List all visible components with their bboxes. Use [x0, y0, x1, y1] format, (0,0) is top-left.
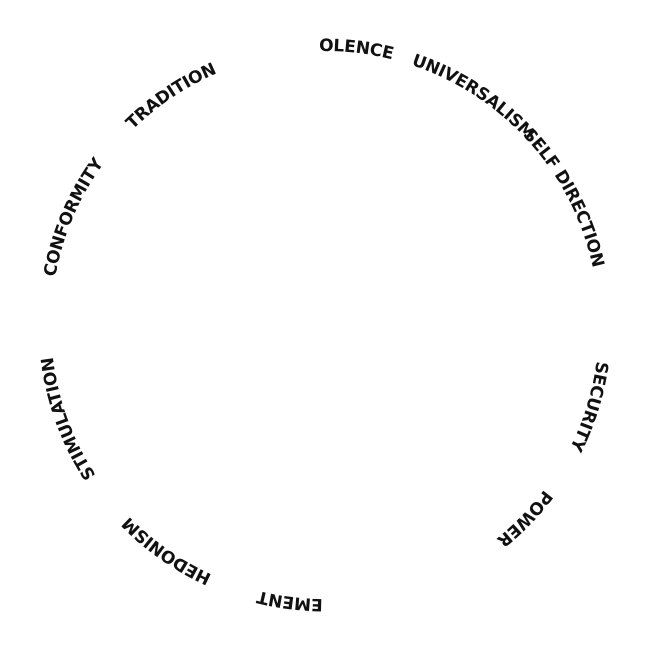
value-label-universalism: UNIVERSALISM	[409, 51, 538, 144]
value-label-hedonism-text: HEDONISM	[119, 513, 215, 588]
value-label-stimulation: STIMULATION	[38, 356, 100, 483]
value-label-tradition-text: TRADITION	[122, 59, 219, 133]
value-label-self-direction: SELF DIRECTION	[519, 125, 608, 269]
value-label-conformity-text: CONFORMITY	[40, 154, 108, 278]
value-label-benevolence: BENEVOLENCE	[0, 0, 395, 64]
value-label-stimulation-text: STIMULATION	[38, 356, 100, 483]
value-label-benevolence-text: BENEVOLENCE	[0, 0, 396, 64]
value-label-conformity: CONFORMITY	[40, 154, 108, 278]
value-label-power: POWER	[493, 486, 556, 550]
value-label-security-text: SECURITY	[565, 360, 612, 455]
value-label-power-text: POWER	[493, 486, 556, 550]
value-label-security: SECURITY	[565, 360, 611, 455]
value-label-universalism-text: UNIVERSALISM	[409, 51, 538, 144]
value-label-tradition: TRADITION	[122, 59, 219, 133]
value-label-hedonism: HEDONISM	[119, 513, 215, 588]
value-label-self-direction-text: SELF DIRECTION	[519, 125, 608, 269]
